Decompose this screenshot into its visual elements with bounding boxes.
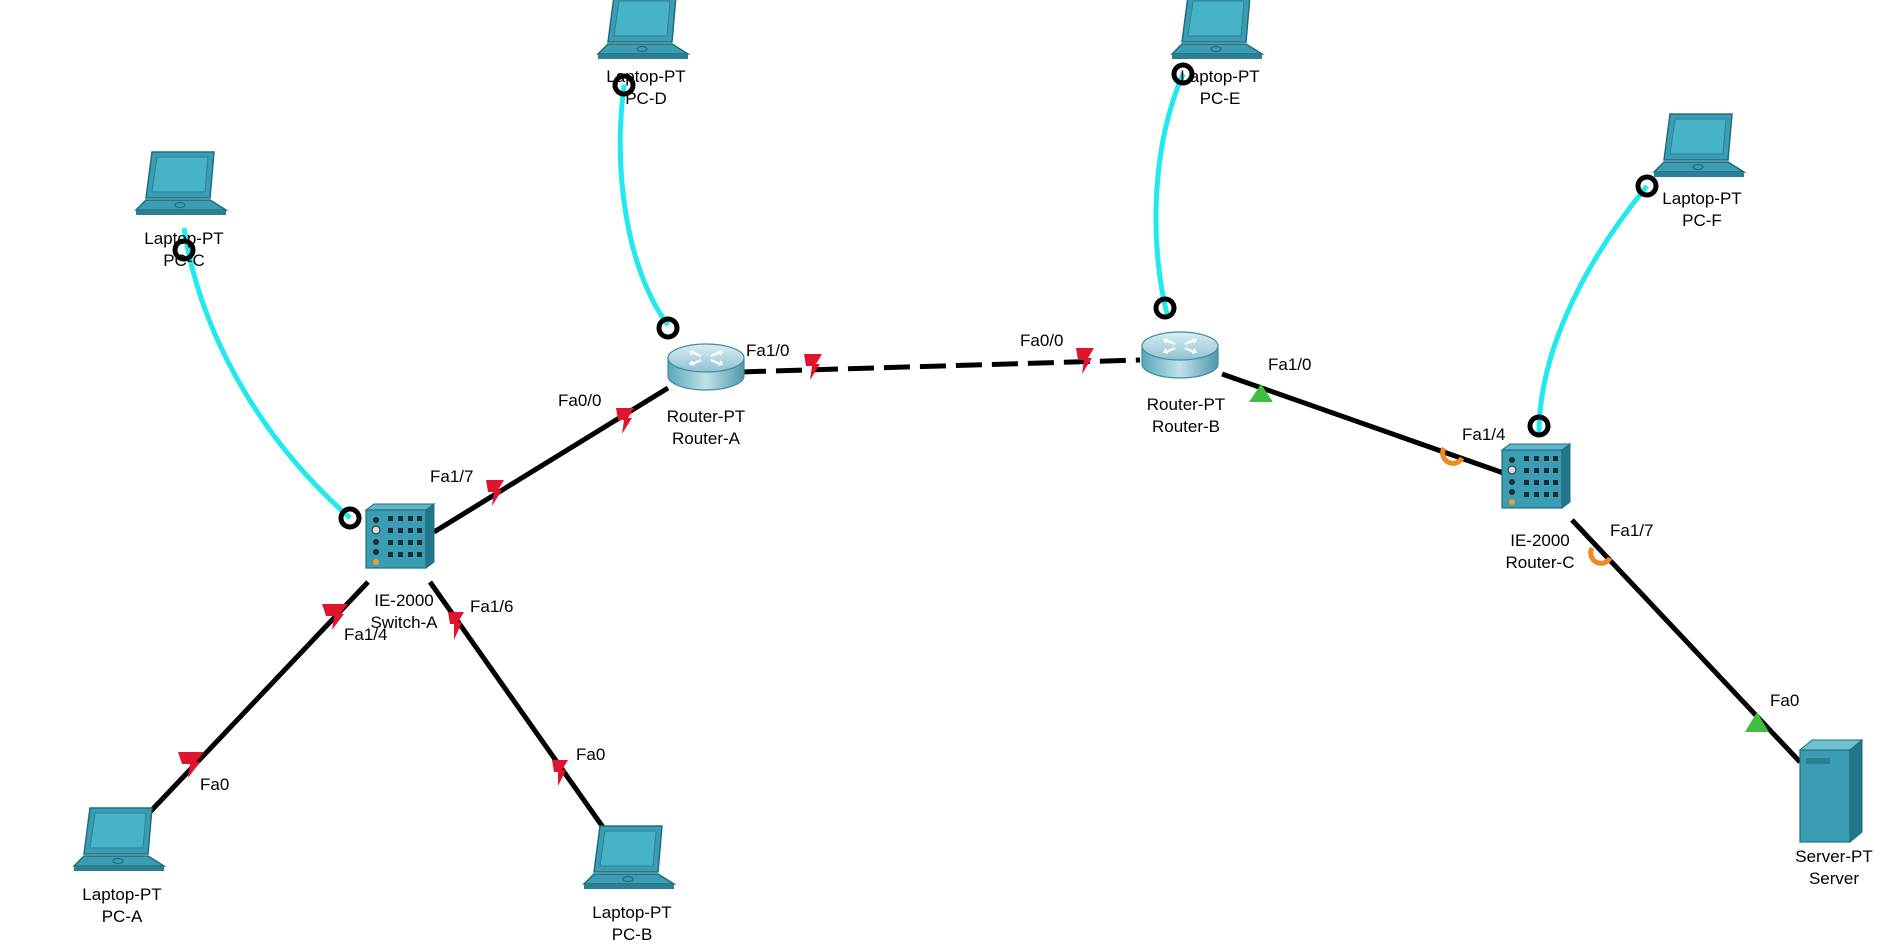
port-label-router-c-fa1-4: Fa1/4 — [1462, 425, 1505, 444]
device-pc-f[interactable]: Laptop-PT PC-F — [1653, 113, 1745, 230]
port-label-switch-a-fa1-4: Fa1/4 — [344, 625, 387, 644]
link-down-indicator-router-a-fa1-0 — [804, 354, 822, 380]
device-model-label: Laptop-PT — [606, 67, 685, 86]
link-pc-c-switch-a[interactable] — [181, 227, 352, 520]
device-model-label: Server-PT — [1795, 847, 1872, 866]
link-pc-d-router-a[interactable] — [617, 84, 670, 327]
port-label-router-a-fa0-0: Fa0/0 — [558, 391, 601, 410]
device-pc-d[interactable]: Laptop-PT PC-D — [597, 0, 689, 108]
router-icon — [1140, 330, 1220, 380]
link-down-indicator-pc-b-fa0 — [552, 760, 568, 786]
link-switch-a-pc-a[interactable] — [148, 580, 370, 814]
wireless-ring-pc-c — [172, 238, 196, 262]
wireless-ring-pc-f — [1635, 174, 1659, 198]
device-name-label: Server — [1809, 869, 1859, 888]
device-switch-a[interactable]: IE-2000 Switch-A — [365, 503, 438, 632]
device-name-label: PC-A — [102, 907, 143, 926]
device-name-label: PC-B — [612, 925, 653, 944]
port-label-pc-b-fa0: Fa0 — [576, 745, 605, 764]
device-model-label: Router-PT — [667, 407, 745, 426]
device-server[interactable]: Server-PT Server — [1795, 739, 1873, 888]
devices-layer: Laptop-PT PC-C Laptop-PT PC-D Laptop-PT … — [73, 0, 1873, 944]
device-name-label: PC-E — [1200, 89, 1241, 108]
link-pc-e-router-b[interactable] — [1153, 73, 1186, 319]
device-router-a[interactable]: Router-PT Router-A — [666, 342, 746, 448]
device-model-label: Laptop-PT — [1662, 189, 1741, 208]
wireless-ring-router-c — [1527, 414, 1551, 438]
link-down-indicator-switch-a-fa1-4 — [322, 604, 348, 630]
link-indicators-layer — [172, 62, 1769, 786]
industrial-switch-icon — [365, 503, 435, 569]
port-label-router-a-fa1-0: Fa1/0 — [746, 341, 789, 360]
device-pc-c[interactable]: Laptop-PT PC-C — [135, 151, 227, 270]
laptop-icon — [73, 807, 165, 872]
port-label-pc-a-fa0: Fa0 — [200, 775, 229, 794]
laptop-icon — [1171, 0, 1263, 60]
link-up-indicator-server-fa0 — [1745, 712, 1769, 732]
laptop-icon — [135, 151, 227, 216]
device-name-label: Router-A — [672, 429, 741, 448]
port-label-router-b-fa1-0: Fa1/0 — [1268, 355, 1311, 374]
device-name-label: PC-F — [1682, 211, 1722, 230]
link-down-indicator-switch-a-fa1-7 — [486, 480, 504, 506]
link-down-indicator-router-b-fa0-0 — [1076, 348, 1094, 374]
device-name-label: PC-D — [625, 89, 667, 108]
wireless-ring-pc-d — [612, 73, 636, 97]
wireless-ring-switch-a — [338, 506, 362, 530]
device-model-label: Laptop-PT — [82, 885, 161, 904]
device-model-label: IE-2000 — [1510, 531, 1570, 550]
device-pc-a[interactable]: Laptop-PT PC-A — [73, 807, 165, 926]
server-icon — [1799, 739, 1863, 843]
wireless-ring-router-a — [656, 316, 680, 340]
device-model-label: Laptop-PT — [1180, 67, 1259, 86]
device-name-label: Router-C — [1506, 553, 1575, 572]
laptop-icon — [597, 0, 689, 60]
port-label-router-b-fa0-0: Fa0/0 — [1020, 331, 1063, 350]
device-name-label: Switch-A — [370, 613, 438, 632]
device-pc-b[interactable]: Laptop-PT PC-B — [583, 825, 675, 944]
device-model-label: IE-2000 — [374, 591, 434, 610]
router-icon — [666, 342, 746, 392]
device-pc-e[interactable]: Laptop-PT PC-E — [1171, 0, 1263, 108]
link-up-indicator-router-b-fa1-0 — [1249, 384, 1273, 402]
port-label-server-fa0: Fa0 — [1770, 691, 1799, 710]
port-label-router-c-fa1-7: Fa1/7 — [1610, 521, 1653, 540]
laptop-icon — [583, 825, 675, 890]
device-router-b[interactable]: Router-PT Router-B — [1140, 330, 1225, 436]
link-pending-indicator-router-c-fa1-4 — [1440, 446, 1465, 466]
link-down-indicator-pc-a-fa0 — [178, 752, 204, 778]
link-router-c-server[interactable] — [1570, 518, 1802, 764]
device-model-label: Router-PT — [1147, 395, 1225, 414]
link-pc-f-router-c[interactable] — [1536, 184, 1649, 437]
industrial-switch-icon — [1501, 443, 1571, 509]
device-name-label: PC-C — [163, 251, 205, 270]
link-router-a-router-b[interactable] — [739, 357, 1141, 375]
laptop-icon — [1653, 113, 1745, 178]
device-model-label: Laptop-PT — [144, 229, 223, 248]
device-model-label: Laptop-PT — [592, 903, 671, 922]
wireless-ring-pc-e — [1171, 62, 1195, 86]
link-down-indicator-switch-a-fa1-6 — [448, 612, 464, 640]
link-down-indicator-router-a-fa0-0 — [616, 408, 634, 434]
device-router-c[interactable]: IE-2000 Router-C — [1501, 443, 1575, 572]
port-label-switch-a-fa1-7: Fa1/7 — [430, 467, 473, 486]
port-labels-layer: Fa0/0 Fa1/7 Fa1/0 Fa0/0 Fa1/0 Fa1/4 Fa1/… — [200, 331, 1799, 794]
wireless-ring-router-b — [1153, 296, 1177, 320]
device-name-label: Router-B — [1152, 417, 1220, 436]
link-pending-indicator-router-c-fa1-7 — [1588, 546, 1613, 566]
port-label-switch-a-fa1-6: Fa1/6 — [470, 597, 513, 616]
